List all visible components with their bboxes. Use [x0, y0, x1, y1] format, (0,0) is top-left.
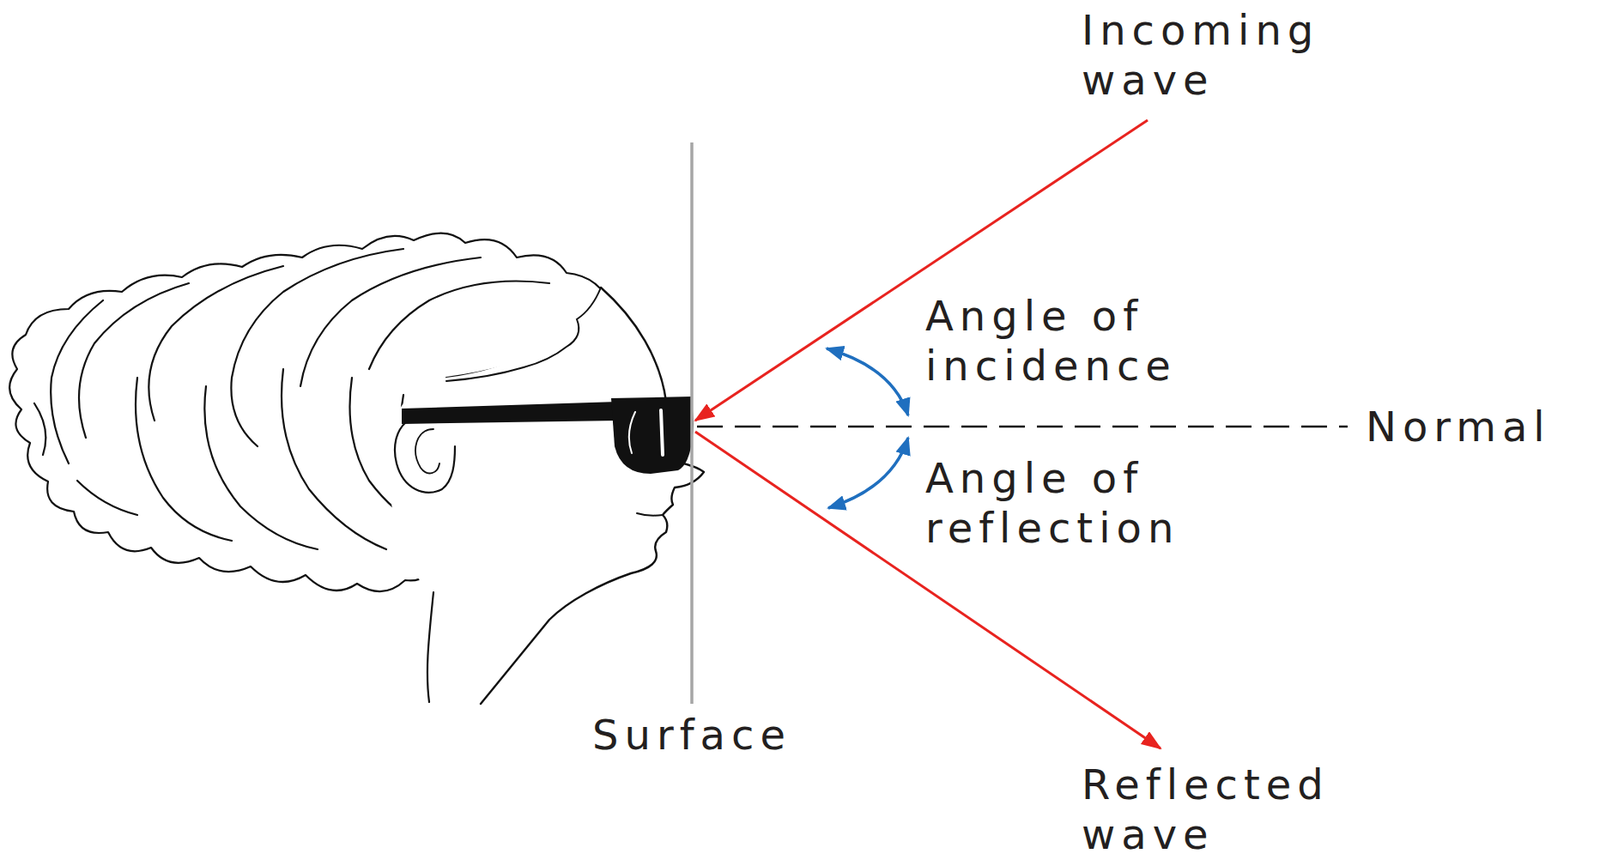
diagram-label: Angle of incidence: [925, 290, 1269, 391]
face: [387, 287, 704, 704]
glasses-lens: [611, 396, 694, 474]
lens-highlight: [660, 410, 663, 455]
hair-strand: [135, 377, 232, 541]
hair-strand: [300, 257, 481, 387]
surface-line: [690, 142, 694, 704]
diagram-label: Angle of reflection: [925, 453, 1269, 553]
hair-strand: [230, 248, 404, 447]
hair-strand: [34, 403, 46, 455]
normal-line: [696, 425, 1348, 429]
incidence-angle-arc: [826, 348, 909, 416]
glasses-arm: [401, 401, 619, 425]
hair-strand: [281, 369, 387, 550]
diagram-label: Surface: [592, 709, 792, 760]
lens-highlight: [629, 412, 636, 454]
hairline: [446, 287, 601, 382]
diagram-label: Reflected wave: [1081, 759, 1425, 860]
lip-line: [636, 513, 663, 516]
reflection-angle-arc: [828, 437, 909, 509]
diagram-label: Normal: [1365, 401, 1552, 452]
ear-inner: [415, 429, 440, 473]
ear: [394, 414, 455, 493]
hair-strand: [77, 480, 138, 516]
face-fill: [387, 287, 704, 704]
hair-strand: [204, 386, 318, 550]
hair-strand: [50, 300, 104, 464]
face-profile: [480, 287, 704, 704]
neck-back: [427, 592, 434, 703]
sunglasses: [401, 396, 694, 474]
diagram-label: Incoming wave: [1081, 5, 1425, 105]
hair-strand: [369, 281, 550, 370]
